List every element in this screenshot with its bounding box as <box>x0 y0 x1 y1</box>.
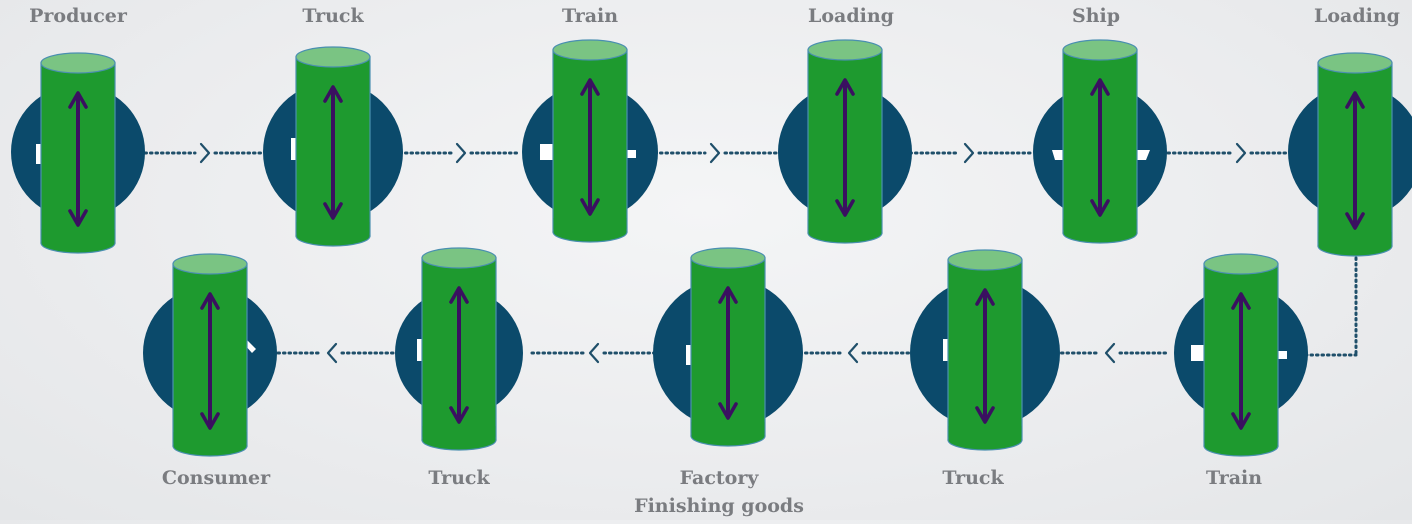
chevron-right-icon <box>709 142 721 164</box>
chevron-left-icon <box>588 342 600 364</box>
chevron-right-icon <box>199 142 211 164</box>
node-top-3 <box>522 39 658 243</box>
chevron-left-icon <box>1104 342 1116 364</box>
label-factory-sub: Finishing goods <box>634 495 804 517</box>
train-icon <box>1191 345 1287 361</box>
label-train-2: Train <box>1205 467 1263 489</box>
label-ship: Ship <box>1071 5 1121 27</box>
chevron-right-icon <box>963 142 975 164</box>
label-consumer: Consumer <box>161 467 271 489</box>
node-top-5 <box>1033 39 1167 244</box>
label-factory: Factory <box>679 467 759 489</box>
label-loading-2: Loading <box>1314 5 1400 27</box>
node-top-2 <box>263 46 403 247</box>
train-icon <box>540 144 636 160</box>
factory-icon <box>36 144 44 164</box>
node-top-1 <box>11 52 145 254</box>
node-bottom-3 <box>653 247 803 447</box>
node-bottom-1 <box>143 253 277 457</box>
label-truck-1: Truck <box>302 5 364 27</box>
node-bottom-5 <box>1174 253 1308 457</box>
ship-icon <box>1052 150 1150 160</box>
connector-lines <box>143 142 1358 364</box>
node-bottom-4 <box>910 249 1060 451</box>
node-top-6 <box>1288 52 1412 257</box>
chevron-left-icon <box>326 342 338 364</box>
chevron-left-icon <box>847 342 859 364</box>
chevron-right-icon <box>455 142 467 164</box>
node-bottom-2 <box>395 247 523 451</box>
label-train-1: Train <box>561 5 619 27</box>
label-producer: Producer <box>29 5 127 27</box>
node-top-4 <box>778 39 912 244</box>
label-truck-3: Truck <box>942 467 1004 489</box>
label-truck-2: Truck <box>428 467 490 489</box>
label-loading-1: Loading <box>808 5 894 27</box>
factory-icon <box>686 345 694 365</box>
chevron-right-icon <box>1235 142 1247 164</box>
